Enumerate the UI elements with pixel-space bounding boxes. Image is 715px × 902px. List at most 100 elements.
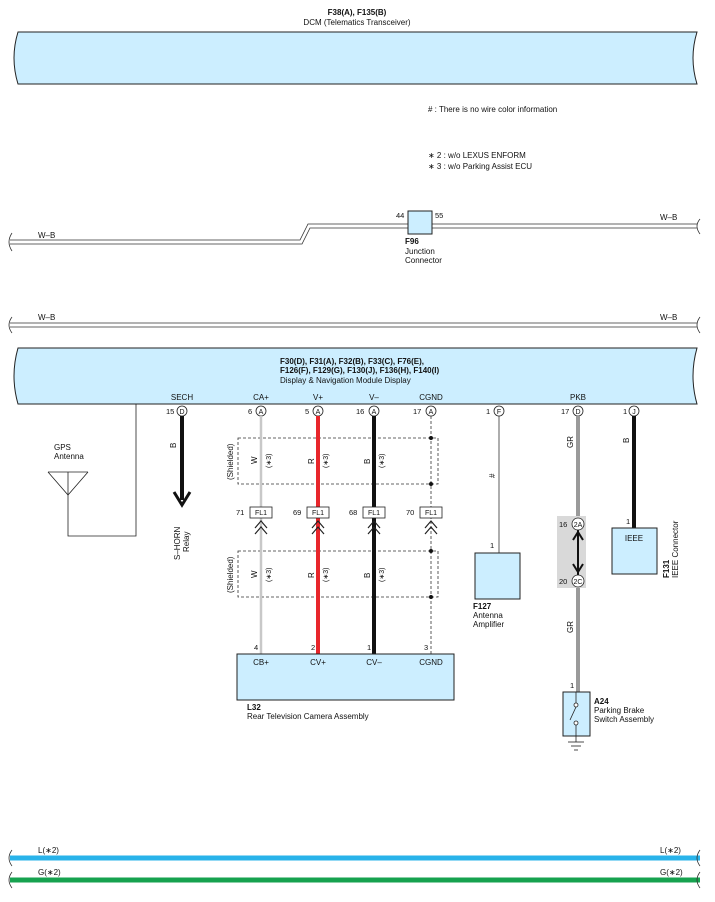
- camera-bottom-pins: 4 2 1 3: [254, 643, 428, 652]
- svg-text:FL1: FL1: [312, 510, 324, 517]
- terminal-sech: 15 D: [166, 405, 188, 417]
- wire-wb-1-left: W–B: [38, 231, 55, 240]
- svg-text:A: A: [316, 409, 321, 416]
- camera-wire-color-labels: W (∗3) R (∗3) B (∗3) W (∗3) R (∗3) B (∗3…: [250, 454, 386, 582]
- svg-text:J: J: [632, 409, 636, 416]
- bus-l: [8, 849, 701, 867]
- note-3: ∗ 3 : w/o Parking Assist ECU: [428, 162, 532, 171]
- svg-text:71: 71: [236, 508, 244, 517]
- fl1-connectors: FL1 71 FL1 69 FL1 68 FL1 70: [236, 506, 443, 535]
- terminal-ca-plus: 6 A: [248, 405, 267, 417]
- svg-text:FL1: FL1: [425, 510, 437, 517]
- fl1-connector-vminus: FL1 68: [349, 506, 386, 535]
- junction-box: [407, 210, 433, 235]
- display-name: Display & Navigation Module Display: [280, 376, 411, 385]
- terminal-label: PKB: [570, 393, 586, 402]
- svg-text:A: A: [372, 409, 377, 416]
- ieee-pin: 1: [626, 517, 630, 526]
- parking-name-2: Switch Assembly: [594, 715, 654, 724]
- svg-text:A: A: [429, 409, 434, 416]
- amp-box: [474, 552, 521, 600]
- display-terminal-labels: SECH CA+ V+ V– CGND PKB: [171, 393, 586, 402]
- wire-note: (∗3): [266, 568, 273, 582]
- junction-name-1: Junction: [405, 247, 435, 256]
- junction-name-2: Connector: [405, 256, 442, 265]
- terminal-label: V–: [369, 393, 379, 402]
- svg-text:1: 1: [486, 407, 490, 416]
- wire-color-label: W: [250, 570, 259, 578]
- amp-pin: 1: [490, 541, 494, 550]
- camera-terminals: CB+ CV+ CV– CGND: [253, 658, 443, 667]
- terminal-label: V+: [313, 393, 323, 402]
- ieee-name: IEEE Connector: [671, 520, 680, 578]
- dcm-box: [13, 31, 698, 85]
- svg-text:6: 6: [248, 407, 252, 416]
- wire-color-label: B: [363, 459, 372, 464]
- camera-name: Rear Television Camera Assembly: [247, 712, 369, 721]
- svg-text:2A: 2A: [574, 522, 583, 529]
- wire-color-label: B: [363, 573, 372, 578]
- camera-code: L32: [247, 703, 261, 712]
- svg-text:69: 69: [293, 508, 301, 517]
- bus-g: [8, 871, 701, 889]
- shield-bottom: [237, 550, 439, 598]
- wire-note: (∗3): [323, 568, 330, 582]
- bus-g-left: G(∗2): [38, 868, 61, 877]
- ieee-box: [611, 527, 658, 575]
- shield-top: [237, 437, 439, 485]
- gps-label-1: GPS: [54, 443, 71, 452]
- wire-wb-1-right: W–B: [660, 213, 677, 222]
- wire-note: (∗3): [379, 454, 386, 468]
- svg-text:16: 16: [559, 520, 567, 529]
- amp-name-1: Antenna: [473, 611, 503, 620]
- bus-l-left: L(∗2): [38, 846, 59, 855]
- shield-dots: [429, 436, 433, 599]
- ground-icon: [568, 741, 584, 751]
- shield-label-top: (Shielded): [226, 443, 235, 480]
- svg-text:CV+: CV+: [310, 658, 326, 667]
- parking-pin: 1: [570, 681, 574, 690]
- svg-text:CGND: CGND: [419, 658, 443, 667]
- svg-text:16: 16: [356, 407, 364, 416]
- terminal-label: CA+: [253, 393, 269, 402]
- bus-l-right: L(∗2): [660, 846, 681, 855]
- terminal-label: CGND: [419, 393, 443, 402]
- junction-pin-left: 44: [396, 211, 404, 220]
- svg-text:70: 70: [406, 508, 414, 517]
- note-hash: # : There is no wire color information: [428, 105, 557, 114]
- svg-text:F: F: [497, 409, 501, 416]
- parking-name-1: Parking Brake: [594, 706, 645, 715]
- wire-note: (∗3): [379, 568, 386, 582]
- gps-label-2: Antenna: [54, 452, 84, 461]
- parking-switch-icon: [569, 692, 579, 742]
- fl1-connector-ca: FL1 71: [236, 506, 273, 535]
- pkb-wire-color: GR: [566, 436, 575, 448]
- terminal-pkb: 17 D: [561, 405, 584, 417]
- parking-code: A24: [594, 697, 609, 706]
- svg-text:15: 15: [166, 407, 174, 416]
- amp-name-2: Amplifier: [473, 620, 504, 629]
- svg-text:1: 1: [367, 643, 371, 652]
- pkb-connector-2a: 16 2A: [559, 517, 585, 531]
- svg-text:FL1: FL1: [368, 510, 380, 517]
- wire-wb-2-right: W–B: [660, 313, 677, 322]
- svg-text:68: 68: [349, 508, 357, 517]
- terminal-v-plus: 5 A: [305, 405, 324, 417]
- horn-wire-color: B: [169, 443, 178, 448]
- svg-text:4: 4: [254, 643, 258, 652]
- display-box: [13, 347, 698, 405]
- svg-text:FL1: FL1: [255, 510, 267, 517]
- svg-text:CB+: CB+: [253, 658, 269, 667]
- display-codes-2: F126(F), F129(G), F130(J), F136(H), F140…: [280, 366, 439, 375]
- wire-color-label: R: [307, 458, 316, 464]
- parking-switch-box: [562, 691, 591, 737]
- junction-code: F96: [405, 237, 419, 246]
- gps-antenna: [47, 404, 137, 537]
- svg-text:D: D: [575, 409, 580, 416]
- svg-text:A: A: [259, 409, 264, 416]
- pkb-connector-arrow-down: [572, 563, 584, 574]
- fl1-connector-cgnd: FL1 70: [406, 506, 443, 535]
- svg-text:CV–: CV–: [366, 658, 382, 667]
- terminal-label: SECH: [171, 393, 193, 402]
